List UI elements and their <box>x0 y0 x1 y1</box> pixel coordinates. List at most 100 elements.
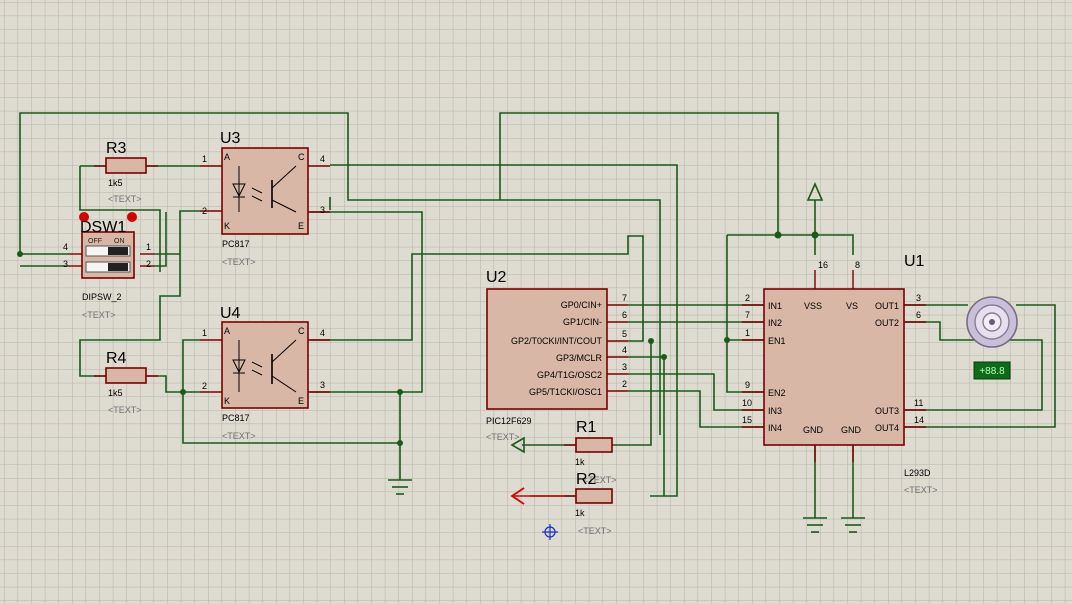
motor-readout-box <box>973 361 1011 380</box>
dip-switch-dsw1[interactable]: OFF ON DSW1 4 3 1 2 DIPSW_2 <TEXT> <box>63 212 154 320</box>
optocoupler-u4[interactable]: A K C E 1 2 4 3 U4 PC817 <TEXT> <box>200 305 330 441</box>
r4-ref: R4 <box>106 350 127 367</box>
u1-pin-num-11: 11 <box>914 398 923 408</box>
u4-pin-3: 3 <box>320 380 325 390</box>
dsw1-marker-right <box>127 212 137 222</box>
r3-text: <TEXT> <box>108 194 142 204</box>
u4-label-a: A <box>224 326 230 336</box>
u4-pin-4: 4 <box>320 328 325 338</box>
optocoupler-u3[interactable]: A K C E 1 2 4 3 U3 PC817 <TEXT> <box>200 130 330 267</box>
power-terminal-icon <box>806 182 824 201</box>
resistor-r1[interactable]: R1 1k <TEXT> <box>564 419 617 485</box>
ground-symbol-u1-a <box>803 517 827 533</box>
u2-pin-name-gp1: GP1/CIN- <box>563 317 602 327</box>
dsw1-value: DIPSW_2 <box>82 292 122 302</box>
u4-pin-1: 1 <box>202 328 207 338</box>
terminal-arrow-r2 <box>510 487 564 505</box>
dsw1-pin-4: 4 <box>63 242 68 252</box>
u2-pin-name-gp2: GP2/T0CKI/INT/COUT <box>511 336 603 346</box>
dsw1-marker-left <box>79 212 89 222</box>
u4-label-k: K <box>224 396 230 406</box>
u4-pin-2: 2 <box>202 381 207 391</box>
u3-pin-3: 3 <box>320 205 325 215</box>
motor-readout: +88.8 <box>979 366 1005 377</box>
u1-value: L293D <box>904 468 931 478</box>
u1-pin-num-15: 15 <box>742 415 752 425</box>
u4-value: PC817 <box>222 413 250 423</box>
r2-value: 1k <box>575 508 585 518</box>
u1-pin-name-in4: IN4 <box>768 423 782 433</box>
microcontroller-u2[interactable]: GP0/CIN+ GP1/CIN- GP2/T0CKI/INT/COUT GP3… <box>486 269 628 442</box>
junction-dots <box>17 231 819 446</box>
u3-ref: U3 <box>220 130 241 147</box>
resistor-r3[interactable]: R3 1k5 <TEXT> <box>94 140 158 204</box>
u2-pin-num-4: 4 <box>622 345 627 355</box>
u1-pin-name-in3: IN3 <box>768 406 782 416</box>
u1-text: <TEXT> <box>904 485 938 495</box>
r2-ref: R2 <box>576 471 597 488</box>
dsw1-ref: DSW1 <box>80 219 126 236</box>
origin-marker-icon <box>542 524 558 540</box>
u4-label-e: E <box>298 396 304 406</box>
r1-value: 1k <box>575 457 585 467</box>
dsw1-text: <TEXT> <box>82 310 116 320</box>
u3-pin-2: 2 <box>202 206 207 216</box>
u1-pins <box>742 270 926 462</box>
stepper-motor[interactable]: +88.8 <box>966 296 1018 380</box>
u3-value: PC817 <box>222 239 250 249</box>
ground-symbol-u1-b <box>841 517 865 533</box>
u2-pin-num-6: 6 <box>622 310 627 320</box>
u1-gnd-label-2: GND <box>841 425 862 435</box>
u1-pin-num-10: 10 <box>742 398 752 408</box>
u1-pin-name-vss: VSS <box>804 301 822 311</box>
u1-pin-num-7: 7 <box>745 310 750 320</box>
u3-text: <TEXT> <box>222 257 256 267</box>
u1-pin-name-in2: IN2 <box>768 318 782 328</box>
u2-pins <box>607 304 628 392</box>
dsw1-on-label: ON <box>114 238 125 245</box>
u2-pin-name-gp4: GP4/T1G/OSC2 <box>537 370 602 380</box>
r1-ref: R1 <box>576 419 597 436</box>
resistor-r4[interactable]: R4 1k5 <TEXT> <box>94 350 158 415</box>
u3-label-k: K <box>224 221 230 231</box>
u1-pin-num-14: 14 <box>914 415 924 425</box>
motor-driver-u1[interactable]: IN1 IN2 EN1 EN2 IN3 IN4 2 7 1 9 10 15 OU… <box>742 253 938 495</box>
u1-pin-num-1: 1 <box>745 328 750 338</box>
r4-value: 1k5 <box>108 388 123 398</box>
u1-gnd-label-1: GND <box>803 425 824 435</box>
u1-ref: U1 <box>904 253 925 270</box>
dsw1-pin-1: 1 <box>146 242 151 252</box>
u1-pin-name-out2: OUT2 <box>875 318 899 328</box>
dsw1-off-label: OFF <box>88 238 102 245</box>
resistor-r2[interactable]: R2 1k <TEXT> <box>564 471 613 536</box>
r3-value: 1k5 <box>108 178 123 188</box>
u3-label-a: A <box>224 152 230 162</box>
u2-pin-num-3: 3 <box>622 362 627 372</box>
u2-pin-name-gp5: GP5/T1CKI/OSC1 <box>529 387 602 397</box>
u2-text: <TEXT> <box>486 432 520 442</box>
u2-ref: U2 <box>486 269 507 286</box>
u2-pin-num-5: 5 <box>622 329 627 339</box>
u1-pin-num-6: 6 <box>916 310 921 320</box>
u2-value: PIC12F629 <box>486 416 532 426</box>
dsw1-pin-3: 3 <box>63 259 68 269</box>
u3-label-c: C <box>298 152 305 162</box>
u1-pin-num-2: 2 <box>745 293 750 303</box>
u4-text: <TEXT> <box>222 431 256 441</box>
r3-ref: R3 <box>106 140 127 157</box>
u1-pin-name-in1: IN1 <box>768 301 782 311</box>
u1-pin-name-en1: EN1 <box>768 336 786 346</box>
u1-pin-name-out3: OUT3 <box>875 406 899 416</box>
terminal-arrow-r1 <box>510 436 525 454</box>
u2-pin-name-gp0: GP0/CIN+ <box>561 300 602 310</box>
u1-pin-name-out1: OUT1 <box>875 301 899 311</box>
u1-pin-num-8: 8 <box>855 260 860 270</box>
ground-symbol-left <box>388 479 412 495</box>
u2-pin-num-7: 7 <box>622 293 627 303</box>
u2-pin-num-2: 2 <box>622 379 627 389</box>
u1-pin-num-9: 9 <box>745 380 750 390</box>
u2-pin-name-gp3: GP3/MCLR <box>556 353 603 363</box>
r4-text: <TEXT> <box>108 405 142 415</box>
u4-ref: U4 <box>220 305 241 322</box>
